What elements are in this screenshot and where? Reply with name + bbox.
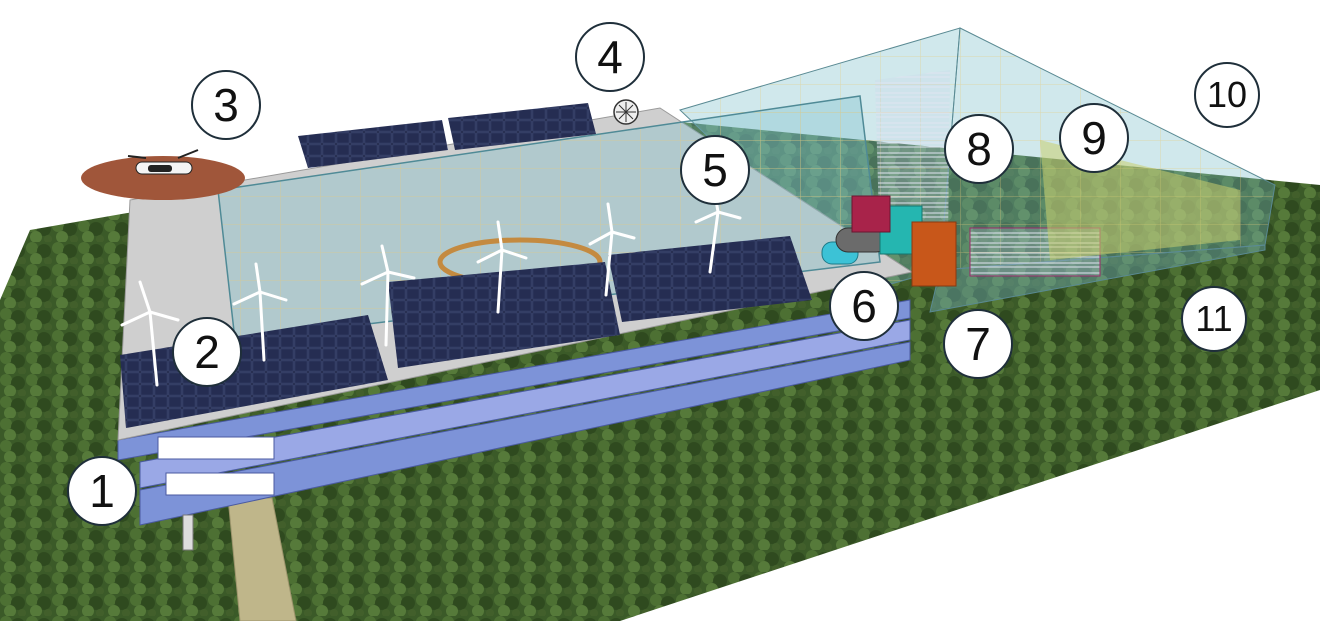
- callout-1: 1: [67, 456, 137, 526]
- callout-7: 7: [943, 309, 1013, 379]
- building-facade-1: [117, 299, 911, 461]
- entrance-door-upper: [157, 436, 275, 460]
- entrance-door-lower: [165, 472, 275, 496]
- solar-panels-front-3: [608, 236, 812, 322]
- callout-11: 11: [1181, 286, 1247, 352]
- wind-turbine: [120, 186, 742, 387]
- drone-icon: [127, 149, 199, 175]
- solar-panels-front-2: [388, 262, 620, 368]
- storage-block-red: [851, 195, 891, 233]
- solar-panels-front-1: [120, 315, 388, 428]
- callout-6: 6: [829, 271, 899, 341]
- pillar: [182, 514, 194, 551]
- solar-panels-top-left: [298, 120, 448, 168]
- callout-2: 2: [172, 317, 242, 387]
- storage-block-orange: [911, 221, 957, 287]
- building-facade-3: [139, 341, 911, 526]
- helipad: [81, 156, 245, 200]
- greenhouse-front-wall: [929, 244, 1266, 313]
- callout-4: 4: [575, 22, 645, 92]
- building-facade-2: [139, 319, 911, 489]
- callout-8: 8: [944, 114, 1014, 184]
- callout-3: 3: [191, 70, 261, 140]
- callout-5: 5: [680, 135, 750, 205]
- solar-panels-top-right: [448, 103, 596, 150]
- callout-10: 10: [1194, 62, 1260, 128]
- callout-9: 9: [1059, 103, 1129, 173]
